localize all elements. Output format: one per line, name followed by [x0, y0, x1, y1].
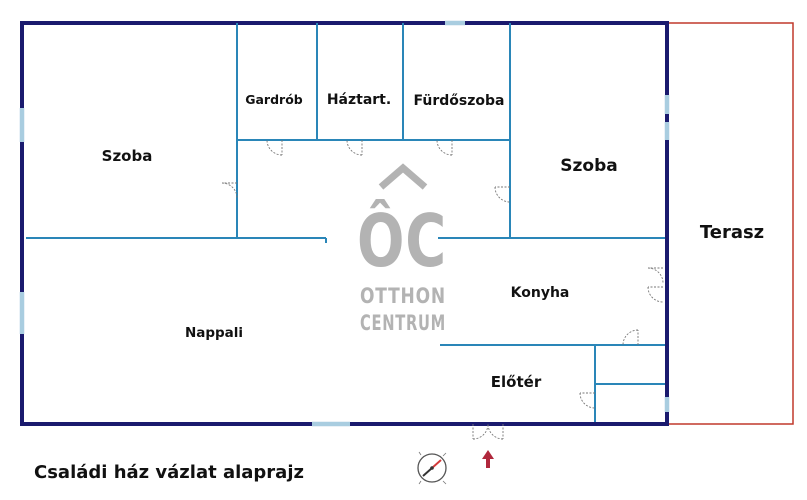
outer-wall: [20, 21, 669, 426]
door-swing-icon: [579, 392, 596, 409]
room-label-terasz: Terasz: [700, 222, 764, 243]
door-swing-icon: [221, 182, 238, 199]
interior-walls: [26, 23, 665, 422]
room-label-eloter: Előtér: [491, 373, 542, 391]
door-swing-icon: [436, 139, 453, 156]
room-label-furdoszoba: Fürdőszoba: [414, 93, 505, 109]
watermark-logo: ÔC OTTHON CENTRUM: [357, 163, 447, 335]
entrance-door-icon: [472, 423, 504, 440]
watermark-line2: CENTRUM: [360, 311, 446, 335]
roof-icon: [378, 163, 428, 190]
door-swing-icon: [622, 329, 639, 346]
watermark-logo-letters: ÔC: [357, 199, 447, 283]
room-label-haztart: Háztart.: [327, 92, 391, 108]
door-swing-icon: [647, 267, 664, 303]
door-swing-icon: [346, 139, 363, 156]
room-label-gardrob: Gardrób: [245, 92, 303, 107]
doors: [221, 139, 664, 440]
door-swing-icon: [266, 139, 283, 156]
entrance-arrow-icon: [482, 450, 494, 468]
plan-caption: Családi ház vázlat alaprajz: [34, 462, 304, 483]
room-label-szoba-left: Szoba: [102, 147, 153, 165]
compass-icon: [417, 451, 447, 485]
room-label-nappali: Nappali: [185, 325, 243, 341]
room-label-konyha: Konyha: [511, 285, 570, 301]
watermark-line1: OTTHON: [360, 284, 446, 308]
door-swing-icon: [494, 186, 511, 203]
windows: [19, 20, 670, 427]
room-label-szoba-right: Szoba: [560, 156, 617, 176]
